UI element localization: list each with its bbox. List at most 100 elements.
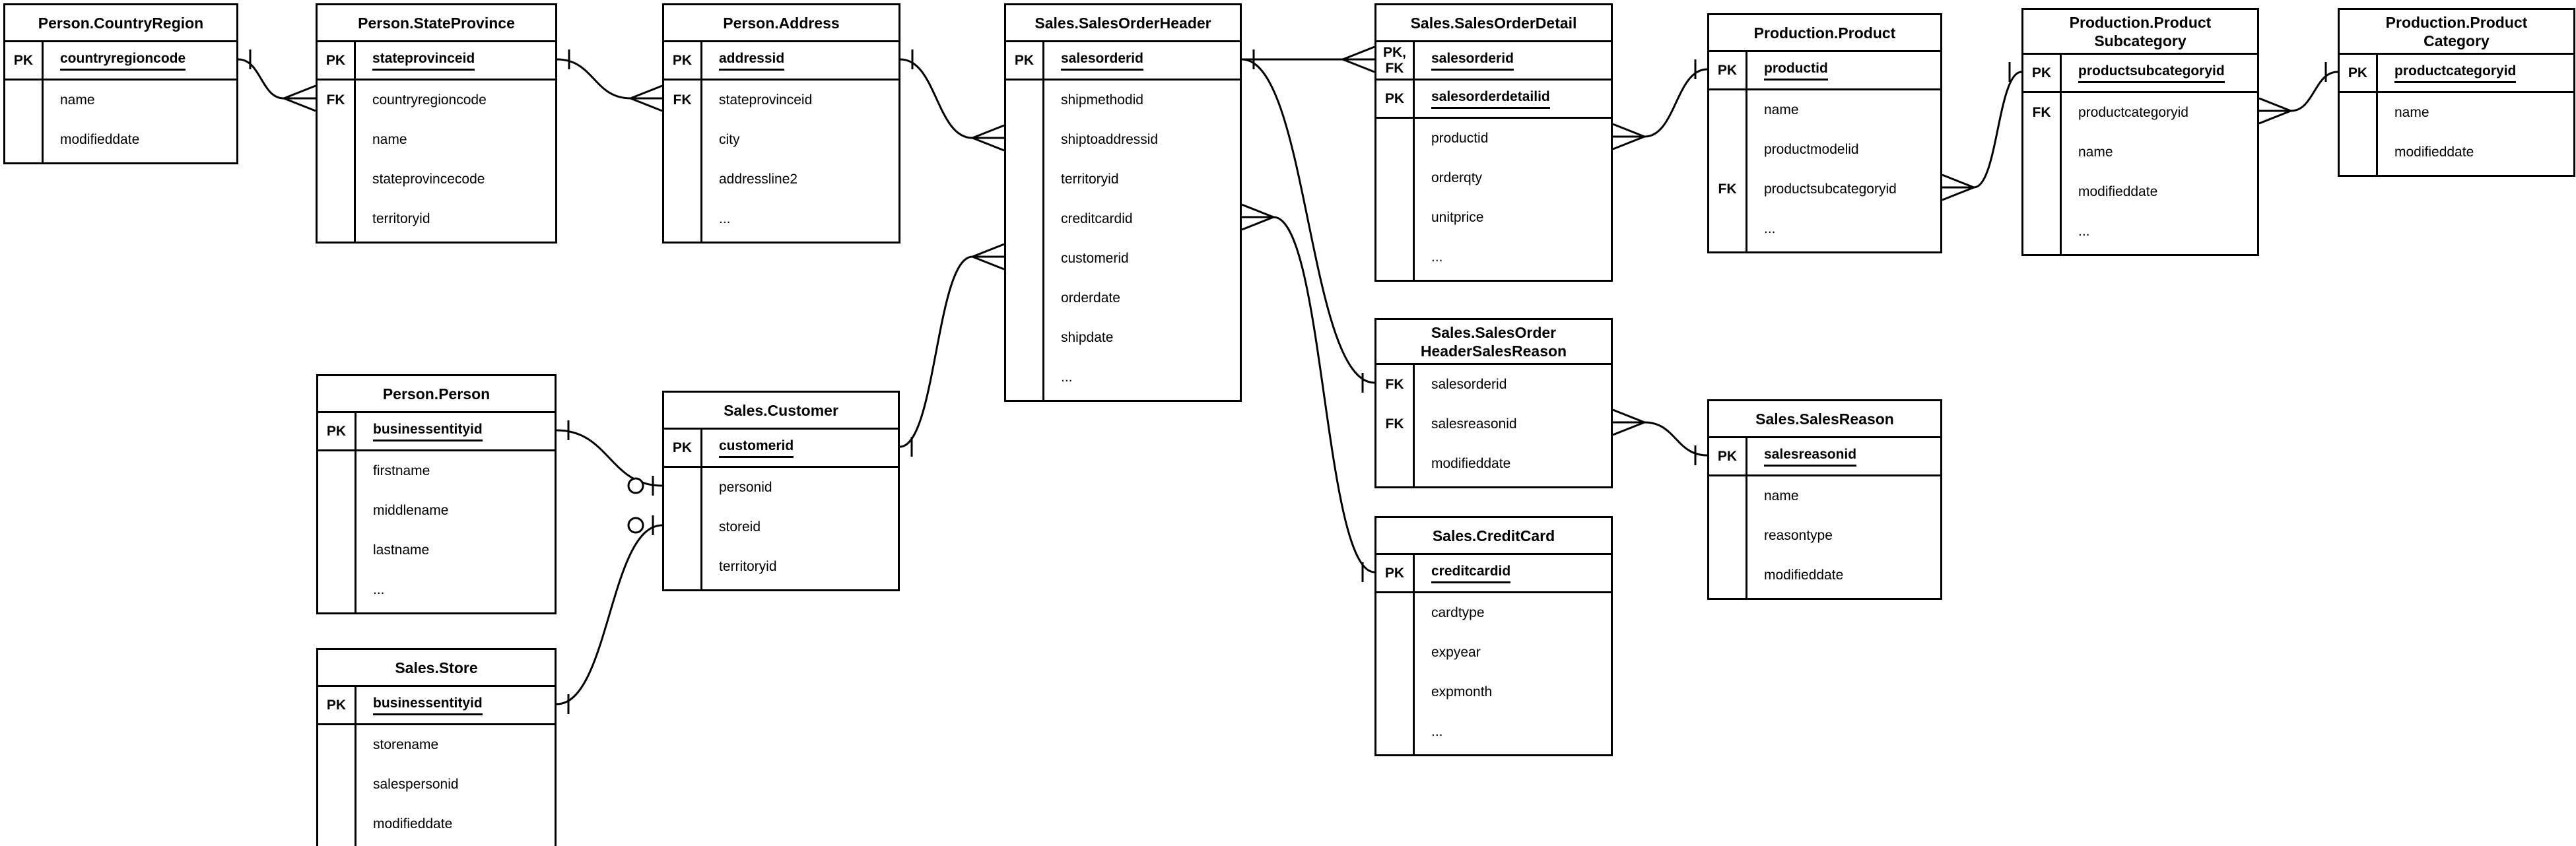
attribute-row: firstname — [318, 451, 555, 491]
key-label: PK — [1376, 81, 1415, 117]
attribute-name: modifieddate — [2394, 145, 2474, 160]
row-filler — [664, 239, 898, 242]
key-label: PK — [1709, 438, 1747, 474]
key-label — [1376, 633, 1415, 672]
attribute-name: expyear — [1431, 645, 1481, 660]
key-label — [664, 507, 702, 547]
relationship-wire — [556, 429, 663, 487]
crow-foot-marker — [283, 84, 316, 112]
key-label — [1709, 90, 1747, 130]
attribute-row: productid — [1376, 119, 1611, 158]
crow-foot-marker — [972, 124, 1005, 152]
attribute-row: name — [2340, 93, 2573, 133]
attribute-row: ... — [664, 199, 898, 239]
key-label — [5, 120, 44, 160]
key-label — [1709, 476, 1747, 516]
attribute-name: shipdate — [1061, 330, 1114, 345]
attribute-row: middlename — [318, 491, 555, 531]
key-label — [318, 725, 356, 765]
key-label — [318, 804, 356, 844]
attribute-name: salesreasonid — [1431, 416, 1517, 432]
attribute-name: productid — [1431, 131, 1489, 146]
entity-title: Production.Product Category — [2340, 10, 2573, 55]
relationship-wire — [557, 58, 631, 100]
attribute-name: addressline2 — [719, 172, 798, 187]
key-label — [1709, 249, 1747, 251]
attribute-name: name — [372, 132, 407, 147]
attribute-name: addressid — [719, 51, 785, 71]
key-label: PK — [5, 42, 44, 79]
key-label: FK — [1376, 365, 1415, 405]
attribute-row: lastname — [318, 531, 555, 570]
attribute-name: name — [60, 92, 95, 108]
attribute-name: modifieddate — [60, 132, 140, 147]
row-filler — [1709, 249, 1940, 251]
attribute-row: customerid — [1006, 239, 1240, 278]
crow-foot-marker — [1241, 203, 1274, 231]
entity-title: Person.Person — [318, 376, 555, 413]
attribute-name: territoryid — [1061, 172, 1119, 187]
relationship-wire — [1973, 71, 2022, 189]
attribute-row: modifieddate — [5, 120, 236, 160]
attribute-name: cardtype — [1431, 605, 1485, 620]
attribute-name: creditcardid — [1061, 211, 1133, 226]
attribute-name: stateprovinceid — [719, 92, 813, 108]
key-label: FK — [664, 81, 702, 120]
entity-title: Sales.SalesOrderHeader — [1006, 5, 1240, 42]
key-label — [1376, 444, 1415, 484]
key-label — [1376, 158, 1415, 198]
attribute-row: ... — [318, 570, 555, 610]
key-label — [1709, 556, 1747, 595]
attribute-name: modifieddate — [373, 816, 453, 831]
row-filler — [2023, 251, 2257, 254]
key-label — [5, 160, 44, 162]
attribute-row: stateprovincecode — [318, 160, 555, 199]
attribute-name: name — [2394, 105, 2429, 120]
key-label — [1006, 318, 1044, 358]
entity-title: Person.Address — [664, 5, 898, 42]
key-label — [318, 451, 356, 491]
row-filler — [1709, 595, 1940, 598]
attribute-row: addressline2 — [664, 160, 898, 199]
crow-foot-marker — [1612, 408, 1645, 436]
attribute-row: salespersonid — [318, 765, 555, 804]
attribute-name: ... — [373, 582, 385, 597]
attribute-row: storeid — [664, 507, 898, 547]
attribute-row: ... — [1376, 712, 1611, 752]
entity-title: Sales.CreditCard — [1376, 518, 1611, 555]
entity-title: Production.Product — [1709, 15, 1940, 52]
key-label — [1376, 672, 1415, 712]
key-label: FK — [1376, 405, 1415, 444]
attribute-name: salesorderdetailid — [1431, 89, 1550, 109]
attribute-row: shipdate — [1006, 318, 1240, 358]
key-label — [318, 765, 356, 804]
attribute-name: name — [1764, 488, 1799, 504]
attribute-name: salespersonid — [373, 777, 459, 792]
attribute-name: modifieddate — [2078, 184, 2158, 199]
relationship-wire — [1241, 58, 1375, 384]
attribute-name: salesorderid — [1061, 51, 1143, 71]
key-label: PK — [664, 430, 702, 466]
crow-foot-marker — [1612, 123, 1645, 150]
attribute-name: shipmethodid — [1061, 92, 1143, 108]
attribute-row: orderqty — [1376, 158, 1611, 198]
attribute-row: ... — [2023, 212, 2257, 251]
entity-title: Person.CountryRegion — [5, 5, 236, 42]
attribute-name: salesorderid — [1431, 377, 1507, 392]
entity-title: Sales.Customer — [664, 393, 898, 430]
attribute-row: shiptoaddressid — [1006, 120, 1240, 160]
